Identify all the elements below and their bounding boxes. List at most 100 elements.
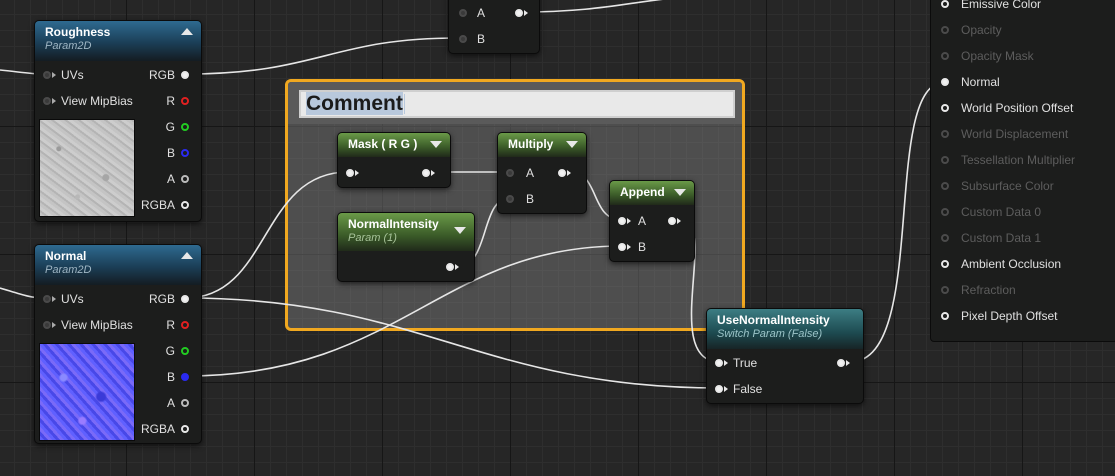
pin-icon[interactable] [941,26,949,34]
dropdown-icon[interactable] [566,141,578,148]
pin-icon[interactable] [181,123,189,131]
pin-icon[interactable] [181,347,189,355]
pin-icon[interactable] [941,104,949,112]
pin-icon[interactable] [941,156,949,164]
pin-icon[interactable] [837,359,845,367]
pin-icon[interactable] [941,234,949,242]
text-caret [403,94,405,115]
pin-icon[interactable] [618,243,626,251]
append-node[interactable]: Append A B [609,180,695,262]
roughness-output-r[interactable]: R [131,93,191,109]
normal-intensity-node[interactable]: NormalIntensity Param (1) [337,212,475,282]
normal-node-header[interactable]: Normal Param2D [35,245,201,285]
pin-icon[interactable] [941,0,949,8]
switch-node-header[interactable]: UseNormalIntensity Switch Param (False) [707,309,863,349]
pin-arrow-icon [52,296,56,302]
pin-icon[interactable] [506,169,514,177]
append-output[interactable] [668,213,688,229]
dropdown-icon[interactable] [674,189,686,196]
collapse-icon[interactable] [181,252,193,259]
pin-icon[interactable] [515,9,523,17]
pin-icon[interactable] [941,260,949,268]
pin-icon[interactable] [668,217,676,225]
normal-intensity-header[interactable]: NormalIntensity Param (1) [338,213,474,251]
wire-roughness-rgb [185,37,459,75]
normal-intensity-output[interactable] [446,259,466,275]
pin-icon[interactable] [43,295,51,303]
pin-icon[interactable] [506,195,514,203]
pin-icon[interactable] [941,208,949,216]
pin-icon[interactable] [181,201,189,209]
multiply-node[interactable]: Multiply A B [497,132,587,214]
mask-output[interactable] [422,165,442,181]
normal-output-rgb[interactable]: RGB [131,291,191,307]
pin-icon[interactable] [941,78,949,86]
append-node-header[interactable]: Append [610,181,694,205]
pin-icon[interactable] [941,286,949,294]
material-output-node[interactable]: Emissive Color Opacity Opacity Mask Norm… [930,0,1115,342]
pin-icon[interactable] [558,169,566,177]
pin-icon[interactable] [181,295,189,303]
roughness-output-g[interactable]: G [131,119,191,135]
roughness-node-title: Roughness [45,25,111,39]
pin-icon[interactable] [446,263,454,271]
roughness-node-header[interactable]: Roughness Param2D [35,21,201,61]
pin-arrow-icon [627,218,631,224]
pin-icon[interactable] [941,52,949,60]
multiply-output[interactable] [558,165,578,181]
pin-icon[interactable] [43,71,51,79]
roughness-output-b[interactable]: B [131,145,191,161]
roughness-output-a[interactable]: A [131,171,191,187]
normal-intensity-subtitle: Param (1) [348,232,397,244]
comment-title-text: Comment [306,92,403,115]
pin-icon[interactable] [422,169,430,177]
multiply-node-header[interactable]: Multiply [498,133,586,157]
comment-title-input[interactable]: Comment [299,90,735,118]
pin-icon[interactable] [181,321,189,329]
multiply-node-title: Multiply [508,137,554,151]
collapse-icon[interactable] [181,28,193,35]
dropdown-icon[interactable] [454,227,466,234]
roughness-output-rgb[interactable]: RGB [131,67,191,83]
mask-node[interactable]: Mask ( R G ) [337,132,451,188]
normal-node-title: Normal [45,249,87,263]
normal-texture-node[interactable]: Normal Param2D UVs View MipBias RGB R G … [34,244,202,444]
pin-icon[interactable] [181,175,189,183]
roughness-output-rgba[interactable]: RGBA [131,197,191,213]
normal-output-g[interactable]: G [131,343,191,359]
pin-icon[interactable] [181,71,189,79]
normal-output-rgba[interactable]: RGBA [131,421,191,437]
roughness-texture-preview [39,119,135,217]
normal-output-b[interactable]: B [131,369,191,385]
dropdown-icon[interactable] [430,141,442,148]
pin-icon[interactable] [181,399,189,407]
pin-arrow-icon [567,170,571,176]
use-normal-intensity-switch-node[interactable]: UseNormalIntensity Switch Param (False) … [706,308,864,404]
normal-node-subtitle: Param2D [45,264,92,276]
pin-icon[interactable] [181,373,189,381]
top-node[interactable]: A B [448,0,540,54]
pin-arrow-icon [355,170,359,176]
pin-icon[interactable] [181,149,189,157]
roughness-texture-node[interactable]: Roughness Param2D UVs View MipBias RGB R… [34,20,202,222]
pin-icon[interactable] [181,97,189,105]
pin-icon[interactable] [181,425,189,433]
pin-icon[interactable] [43,321,51,329]
pin-icon[interactable] [941,182,949,190]
normal-output-r[interactable]: R [131,317,191,333]
pin-arrow-icon [431,170,435,176]
pin-icon[interactable] [941,130,949,138]
normal-output-a[interactable]: A [131,395,191,411]
pin-icon[interactable] [618,217,626,225]
pin-icon[interactable] [715,359,723,367]
mask-node-header[interactable]: Mask ( R G ) [338,133,450,157]
pin-icon[interactable] [941,312,949,320]
pin-icon[interactable] [346,169,354,177]
pin-icon[interactable] [459,35,467,43]
pin-arrow-icon [724,386,728,392]
pin-icon[interactable] [43,97,51,105]
pin-arrow-icon [52,98,56,104]
pin-icon[interactable] [459,9,467,17]
switch-output[interactable] [837,355,857,371]
pin-icon[interactable] [715,385,723,393]
